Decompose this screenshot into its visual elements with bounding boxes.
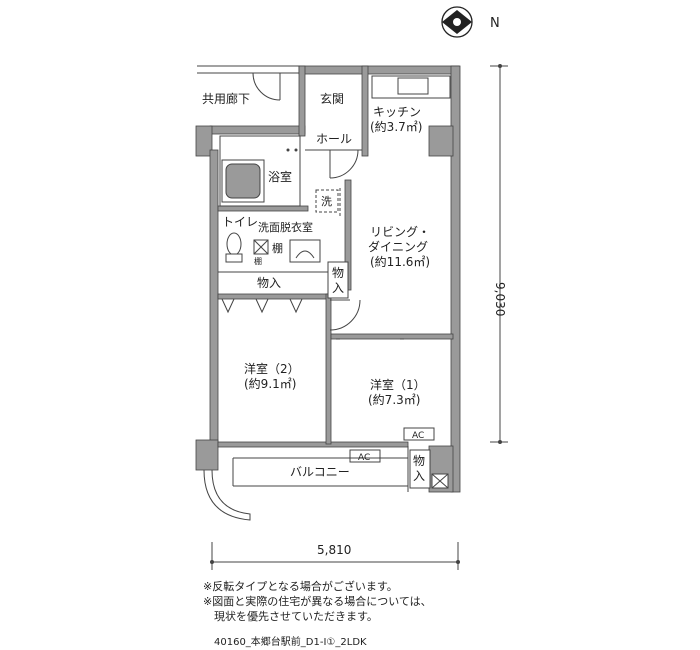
- kitchen-counter: [371, 75, 451, 99]
- washroom-label: 洗面脱衣室: [258, 220, 313, 234]
- compass-north-label: N: [490, 16, 500, 31]
- horizontal-dimension-line: [210, 542, 460, 570]
- balcony-storage-box: [431, 473, 449, 489]
- storage-hall-label: 物入: [257, 276, 281, 290]
- bathroom: [219, 135, 301, 207]
- shelf-box: [253, 239, 269, 255]
- depth-dimension-label: 9,030: [493, 282, 507, 316]
- ac-balcony-label: AC: [358, 453, 370, 463]
- storage-doors: [221, 298, 303, 314]
- storage-balcony-label-2: 入: [413, 469, 425, 483]
- entrance-label: 玄関: [320, 91, 344, 106]
- width-dimension-label: 5,810: [317, 543, 351, 557]
- living-storage: [327, 261, 349, 299]
- walls: [195, 65, 461, 493]
- western1-label: 洋室（1）: [370, 377, 426, 392]
- note-priority: 現状を優先させていただきます。: [203, 610, 378, 623]
- plan-caption: 40160_本郷台駅前_D1-Ⅰ①_2LDK: [214, 637, 367, 648]
- balcony-outline: [203, 446, 409, 521]
- corridor-label: 共用廊下: [202, 91, 250, 106]
- western2-area-label: (約9.1㎡): [244, 376, 296, 391]
- ac-unit-room: [403, 427, 435, 441]
- living-label-2: ダイニング: [368, 239, 428, 254]
- north-compass-icon: [441, 6, 473, 38]
- western2-label: 洋室（2）: [244, 361, 300, 376]
- storage-living-label-2: 入: [332, 281, 344, 295]
- toilet-label: トイレ: [222, 215, 258, 229]
- corridor-outline: [197, 65, 300, 74]
- shelf-label: 棚: [272, 241, 283, 255]
- ac-room-label: AC: [412, 431, 424, 441]
- kitchen-area-label: (約3.7㎡): [370, 119, 422, 134]
- toilet-fixture: [225, 232, 243, 263]
- washroom-sink: [289, 239, 321, 263]
- ac-unit-balcony: [349, 449, 381, 463]
- note-difference: ※図面と実際の住宅が異なる場合については、: [203, 595, 432, 608]
- shelf-small-label: 棚: [254, 256, 262, 266]
- storage-balcony-label-1: 物: [413, 454, 425, 468]
- hall-label: ホール: [316, 132, 352, 146]
- kitchen-label: キッチン: [373, 105, 421, 119]
- washer-label: 洗: [321, 195, 332, 208]
- note-reversal: ※反転タイプとなる場合がございます。: [203, 580, 398, 593]
- washer-space: [315, 189, 339, 213]
- balcony-storage: [409, 449, 431, 489]
- living-area-label: (約11.6㎡): [370, 254, 430, 269]
- bath-label: 浴室: [268, 169, 292, 184]
- western1-area-label: (約7.3㎡): [368, 392, 420, 407]
- hall-door: [329, 149, 359, 179]
- living-label-1: リビング・: [370, 225, 430, 239]
- balcony-label: バルコニー: [290, 465, 350, 479]
- room-doors: [329, 299, 404, 340]
- entrance-door: [252, 72, 281, 101]
- storage-living-label-1: 物: [332, 266, 344, 280]
- vertical-dimension-line: [490, 64, 508, 444]
